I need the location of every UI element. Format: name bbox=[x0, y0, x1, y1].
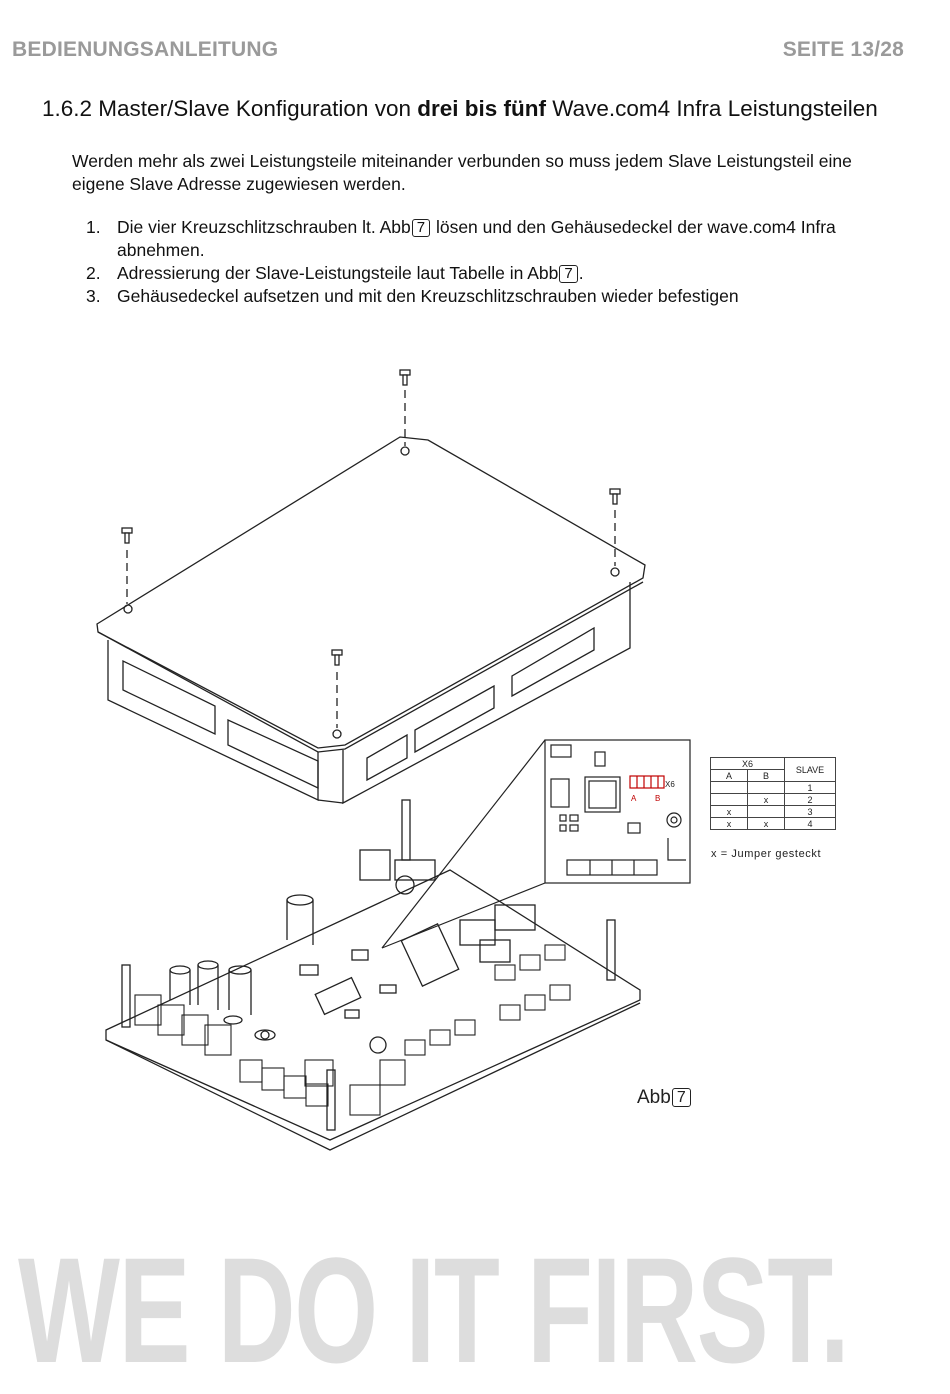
screw-front bbox=[331, 649, 343, 728]
table-header-a: A bbox=[710, 769, 748, 782]
section-title-suffix: Wave.com4 Infra Leistungsteilen bbox=[545, 96, 878, 121]
table-cell bbox=[710, 781, 748, 794]
table-cell: x bbox=[747, 817, 785, 830]
screws bbox=[121, 369, 621, 728]
intro-paragraph: Werden mehr als zwei Leistungsteile mite… bbox=[72, 151, 852, 194]
table-header-b: B bbox=[747, 769, 785, 782]
table-cell bbox=[710, 793, 748, 806]
table-header-group: X6 bbox=[710, 757, 785, 770]
screw-top bbox=[399, 369, 411, 446]
footer-slogan: WE DO IT FIRST. bbox=[18, 1226, 850, 1394]
figure-label-number: 7 bbox=[671, 1088, 691, 1107]
pin-a-label: A bbox=[631, 794, 637, 803]
instruction-step: 1. Die vier Kreuzschlitzschrauben lt. Abb… bbox=[86, 216, 916, 262]
jumper-detail-view bbox=[544, 739, 691, 884]
figure-reference: 7 bbox=[559, 265, 578, 283]
step-number: 2. bbox=[86, 263, 101, 283]
section-title-bold: drei bis fünf bbox=[417, 96, 546, 121]
table-cell: 2 bbox=[784, 793, 836, 806]
step-text: Adressierung der Slave-Leistungsteile la… bbox=[117, 263, 559, 283]
instruction-step: 3. Gehäusedeckel aufsetzen und mit den Kr… bbox=[86, 285, 916, 308]
document-header-title: BEDIENUNGSANLEITUNG bbox=[12, 38, 279, 61]
step-text: Gehäusedeckel aufsetzen und mit den Kreu… bbox=[117, 286, 739, 306]
table-cell bbox=[747, 805, 785, 818]
instruction-list: 1. Die vier Kreuzschlitzschrauben lt. Abb… bbox=[86, 216, 916, 308]
jumper-note: x = Jumper gesteckt bbox=[711, 848, 822, 860]
figure-reference: 7 bbox=[411, 219, 431, 237]
table-cell: 1 bbox=[784, 781, 836, 794]
screw-left bbox=[121, 527, 133, 604]
step-text-continued: . bbox=[578, 263, 584, 283]
step-number: 3. bbox=[86, 286, 101, 306]
jumper-label: X6 bbox=[665, 780, 675, 789]
housing-cover bbox=[96, 436, 646, 805]
table-row: 1 bbox=[710, 781, 836, 794]
step-text-continued: lösen und den Gehäusedeckel der wave.com… bbox=[117, 217, 836, 260]
zoom-callout bbox=[381, 739, 546, 949]
pin-b-label: B bbox=[655, 794, 660, 803]
table-cell: 4 bbox=[784, 817, 836, 830]
table-cell: x bbox=[710, 805, 748, 818]
instruction-step: 2. Adressierung der Slave-Leistungsteile … bbox=[86, 262, 916, 285]
table-cell: x bbox=[710, 817, 748, 830]
circuit-board bbox=[105, 799, 641, 1151]
exploded-assembly-drawing: X6 A B bbox=[96, 369, 691, 1151]
table-header-slave: SLAVE bbox=[784, 757, 836, 782]
screw-right bbox=[609, 488, 621, 566]
page-number: SEITE 13/28 bbox=[782, 38, 904, 61]
table-cell: x bbox=[747, 793, 785, 806]
table-cell bbox=[747, 781, 785, 794]
section-title-prefix: 1.6.2 Master/Slave Konfiguration von bbox=[42, 96, 418, 121]
section-title: 1.6.2 Master/Slave Konfiguration von dre… bbox=[42, 96, 878, 122]
step-text: Die vier Kreuzschlitzschrauben lt. Abb bbox=[117, 217, 411, 237]
table-cell: 3 bbox=[784, 805, 836, 818]
figure-label-text: Abb bbox=[637, 1087, 671, 1108]
step-number: 1. bbox=[86, 217, 101, 237]
